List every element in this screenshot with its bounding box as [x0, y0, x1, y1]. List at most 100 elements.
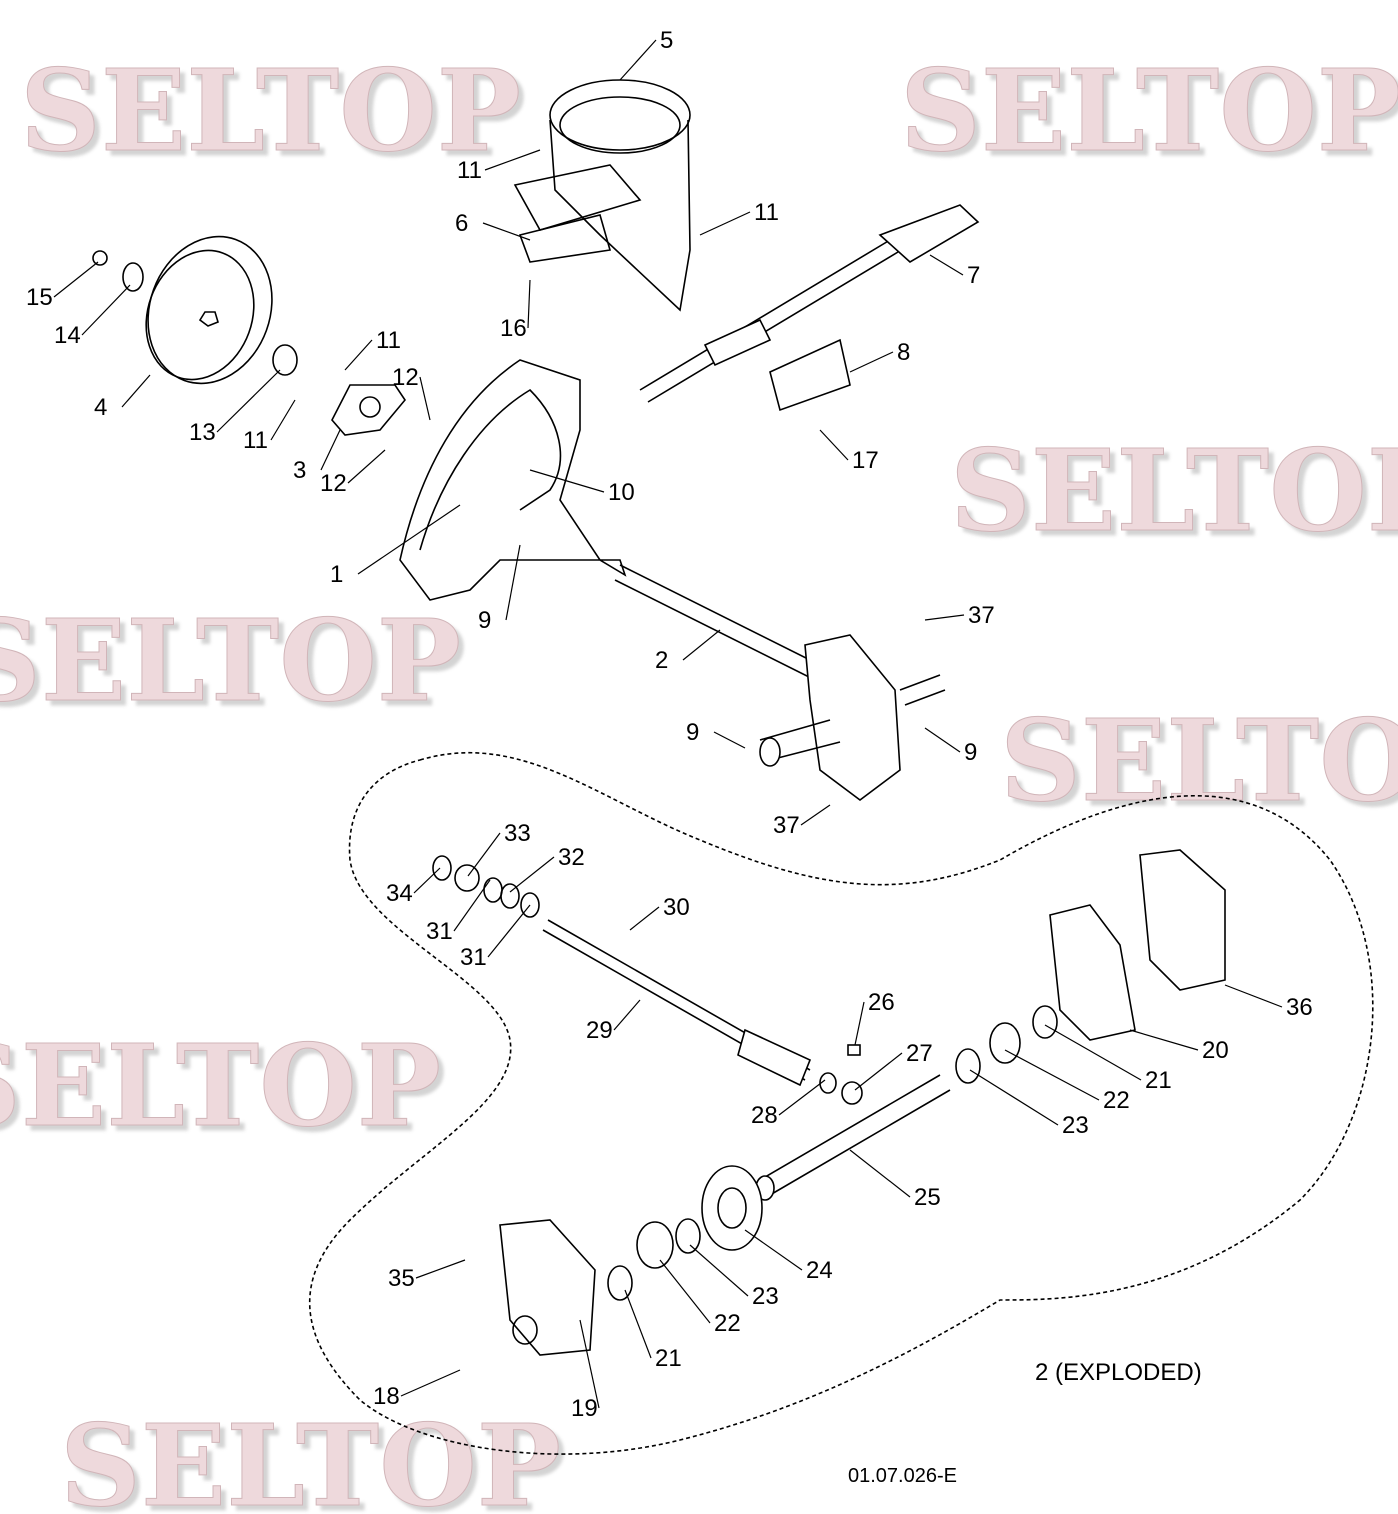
part-callout: 9	[686, 719, 699, 746]
leader-line	[347, 449, 386, 484]
leader-line	[216, 369, 281, 433]
part-callout: 24	[806, 1257, 833, 1284]
leader-line	[854, 1052, 903, 1091]
drive-shaft-part	[614, 564, 831, 686]
drawing-code: 01.07.026-E	[848, 1465, 957, 1487]
housing-bracket-part	[399, 359, 627, 601]
part-callout: 15	[26, 284, 53, 311]
leader-line	[849, 1149, 911, 1198]
part-callout: 1	[330, 561, 343, 588]
part-callout: 28	[751, 1102, 778, 1129]
pulley-part	[145, 235, 273, 385]
leader-line	[344, 339, 373, 371]
watermark: SELTOP	[0, 1021, 441, 1152]
leader-line	[579, 1319, 600, 1409]
leader-line	[527, 279, 531, 329]
nut-15	[92, 250, 108, 266]
gear-24	[701, 1165, 763, 1251]
part-callout: 23	[752, 1283, 779, 1310]
leader-line	[484, 149, 541, 171]
part-callout: 32	[558, 844, 585, 871]
leader-line	[53, 261, 99, 298]
part-callout: 13	[189, 419, 216, 446]
part-callout: 36	[1286, 994, 1313, 1021]
leader-line	[682, 629, 721, 661]
crank-rod-part	[639, 239, 899, 403]
part-callout: 22	[714, 1310, 741, 1337]
leader-line	[1129, 1029, 1199, 1051]
part-callout: 26	[868, 989, 895, 1016]
leader-line	[1004, 1049, 1100, 1101]
part-callout: 3	[293, 457, 306, 484]
leader-line	[929, 254, 964, 276]
part-callout: 5	[660, 27, 673, 54]
leader-line	[505, 544, 521, 621]
part-callout: 2	[655, 647, 668, 674]
part-callout: 4	[94, 394, 107, 421]
leader-line	[415, 1259, 466, 1279]
leader-line	[487, 904, 531, 958]
watermark: SELTOP	[1000, 696, 1398, 827]
chute-part	[513, 79, 691, 312]
cover-19	[499, 1219, 596, 1356]
leader-line	[924, 727, 961, 753]
leader-line	[969, 1069, 1059, 1126]
part-callout: 25	[914, 1184, 941, 1211]
part-callout: 21	[1145, 1067, 1172, 1094]
output-shaft-25	[759, 1074, 951, 1196]
part-callout: 29	[586, 1017, 613, 1044]
part-callout: 31	[460, 944, 487, 971]
flange-3	[331, 384, 406, 436]
part-callout: 11	[457, 157, 482, 184]
leader-line	[629, 906, 660, 931]
part-callout: 14	[54, 322, 81, 349]
gearbox-part	[804, 634, 901, 801]
leader-line	[854, 1001, 865, 1046]
leader-line	[1224, 984, 1283, 1008]
part-callout: 19	[571, 1395, 598, 1422]
part-callout: 12	[392, 364, 419, 391]
bearing-13	[272, 344, 298, 376]
leader-line	[509, 856, 555, 893]
leader-line	[270, 399, 296, 441]
leader-line	[713, 731, 746, 749]
part-callout: 7	[967, 262, 980, 289]
bearing-14	[122, 262, 144, 292]
leader-line	[529, 469, 605, 493]
part-callout: 37	[968, 602, 995, 629]
exploded-view-label: 2 (EXPLODED)	[1035, 1359, 1202, 1386]
leader-line	[419, 376, 431, 421]
part-callout: 35	[388, 1265, 415, 1292]
part-callout: 9	[964, 739, 977, 766]
leader-line	[81, 284, 131, 336]
gasket-20	[1049, 904, 1136, 1041]
part-callout: 23	[1062, 1112, 1089, 1139]
part-callout: 17	[852, 447, 879, 474]
leader-line	[619, 39, 657, 81]
leader-line	[819, 429, 849, 461]
part-callout: 22	[1103, 1087, 1130, 1114]
leader-line	[400, 1369, 461, 1397]
leader-line	[413, 867, 441, 894]
leader-line	[482, 222, 531, 241]
bracket-8	[769, 338, 851, 412]
part-callout: 21	[655, 1345, 682, 1372]
part-callout: 37	[773, 812, 800, 839]
part-callout: 31	[426, 918, 453, 945]
part-callout: 11	[376, 327, 401, 354]
leader-line	[659, 1259, 711, 1324]
watermark: SELTOP	[20, 46, 521, 177]
part-callout: 18	[373, 1383, 400, 1410]
leader-line	[467, 832, 501, 877]
exploded-group-outline	[308, 751, 1374, 1455]
watermark: SELTOP	[950, 426, 1398, 557]
leader-line	[320, 429, 341, 471]
part-callout: 33	[504, 820, 531, 847]
watermark: SELTOP	[900, 46, 1398, 177]
leader-line	[357, 504, 461, 575]
part-callout: 12	[320, 470, 347, 497]
leader-line	[800, 804, 831, 826]
leader-line	[849, 351, 894, 373]
leader-line	[699, 211, 751, 236]
leader-line	[744, 1229, 803, 1271]
